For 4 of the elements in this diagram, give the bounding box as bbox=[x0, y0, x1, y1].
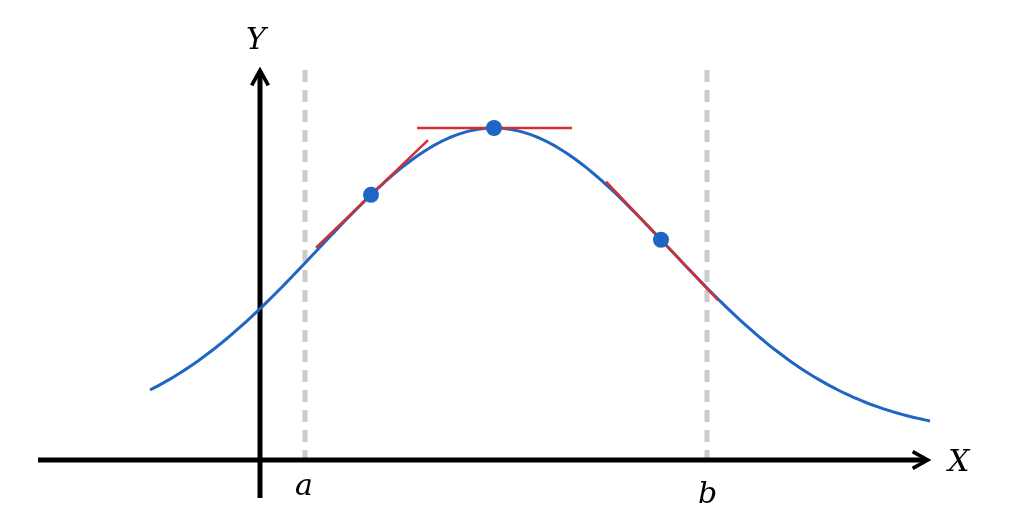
interval-end-label: b bbox=[698, 478, 718, 508]
y-axis-label: Y bbox=[246, 24, 266, 54]
x-axis-label: X bbox=[948, 446, 970, 476]
interval-start-label: a bbox=[295, 470, 313, 500]
